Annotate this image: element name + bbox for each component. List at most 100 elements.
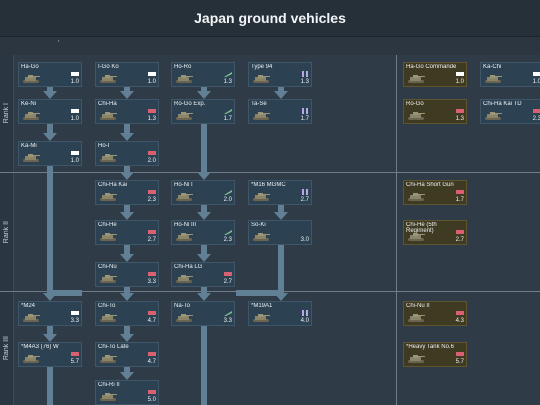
vehicle-name: Ho-Ni I	[174, 182, 193, 188]
battle-rating: 1.7	[300, 116, 309, 122]
medium-icon	[148, 311, 156, 315]
rank-tab-3[interactable]: Rank III	[0, 292, 14, 405]
vehicle-name: *M16 MGMC	[251, 182, 286, 188]
vehicle-name: Chi-Nu II	[406, 303, 430, 309]
arrow-down-icon	[197, 172, 211, 180]
light-icon	[71, 311, 79, 315]
arrow-down-icon	[120, 172, 134, 180]
spaa-icon	[224, 311, 232, 316]
battle-rating: 1.0	[147, 79, 156, 85]
tank-icon	[23, 355, 40, 363]
medium-icon	[533, 109, 540, 113]
battle-rating: 2.3	[532, 116, 540, 122]
tank-icon	[100, 193, 117, 201]
vehicle-card[interactable]: Ta-Se 1.7	[248, 99, 312, 124]
vehicle-name: Ro-Go Exp.	[174, 101, 206, 107]
tank-icon	[253, 75, 270, 83]
battle-rating: 5.0	[147, 397, 156, 403]
tank-icon	[100, 112, 117, 120]
medium-icon	[148, 109, 156, 113]
tree-connector	[47, 87, 53, 92]
tank-icon	[253, 193, 270, 201]
medium-icon	[148, 272, 156, 276]
tank-icon	[100, 75, 117, 83]
medium-icon	[148, 352, 156, 356]
vehicle-name: Ka-Mi	[21, 143, 37, 149]
battle-rating: 1.3	[147, 116, 156, 122]
battle-rating: 1.0	[455, 79, 464, 85]
heavy-icon	[302, 71, 308, 77]
tree-connector	[124, 287, 130, 294]
battle-rating: 1.7	[455, 197, 464, 203]
heavy-icon	[302, 310, 308, 316]
arrow-down-icon	[274, 91, 288, 99]
vehicle-name: *M24	[21, 303, 36, 309]
rank-tab-1[interactable]: Rank I	[0, 55, 14, 172]
medium-icon	[456, 109, 464, 113]
vehicle-card[interactable]: Ro-Go Exp.1.7	[171, 99, 235, 124]
tank-icon	[176, 112, 193, 120]
vehicle-name: Chi-Ha Kai TD	[483, 101, 522, 107]
light-icon	[148, 72, 156, 76]
medium-icon	[148, 151, 156, 155]
tank-icon	[253, 314, 270, 322]
battle-rating: 1.0	[532, 79, 540, 85]
tree-connector	[124, 326, 130, 335]
arrow-down-icon	[43, 293, 57, 301]
light-icon	[71, 72, 79, 76]
vehicle-name: Chi-Ha Kai	[98, 182, 128, 188]
tank-icon	[100, 314, 117, 322]
arrow-down-icon	[120, 254, 134, 262]
tree-connector	[124, 367, 130, 373]
tree-connector	[201, 124, 207, 173]
arrow-down-icon	[274, 293, 288, 301]
battle-rating: 4.7	[147, 359, 156, 365]
tree-connector	[47, 124, 53, 134]
arrow-down-icon	[120, 212, 134, 220]
arrow-down-icon	[197, 254, 211, 262]
spaa-icon	[224, 72, 232, 77]
vehicle-card[interactable]: Chi-Ha Kai TD 2.3	[480, 99, 540, 124]
rank-tab-2[interactable]: Rank II	[0, 173, 14, 291]
tree-connector	[201, 287, 207, 294]
vehicle-card[interactable]: Chi-He (5th Regiment)2.7	[403, 220, 467, 245]
vehicle-name: Ta-Se	[251, 101, 267, 107]
vehicle-name: Ho-Ro	[174, 64, 192, 70]
tank-icon	[408, 355, 425, 363]
tank-icon	[100, 393, 117, 401]
tree-connector	[124, 205, 130, 213]
vehicle-name: Ho-Ni III	[174, 222, 197, 228]
tree-connector	[201, 205, 207, 213]
vehicle-name: Type 94	[251, 64, 273, 70]
